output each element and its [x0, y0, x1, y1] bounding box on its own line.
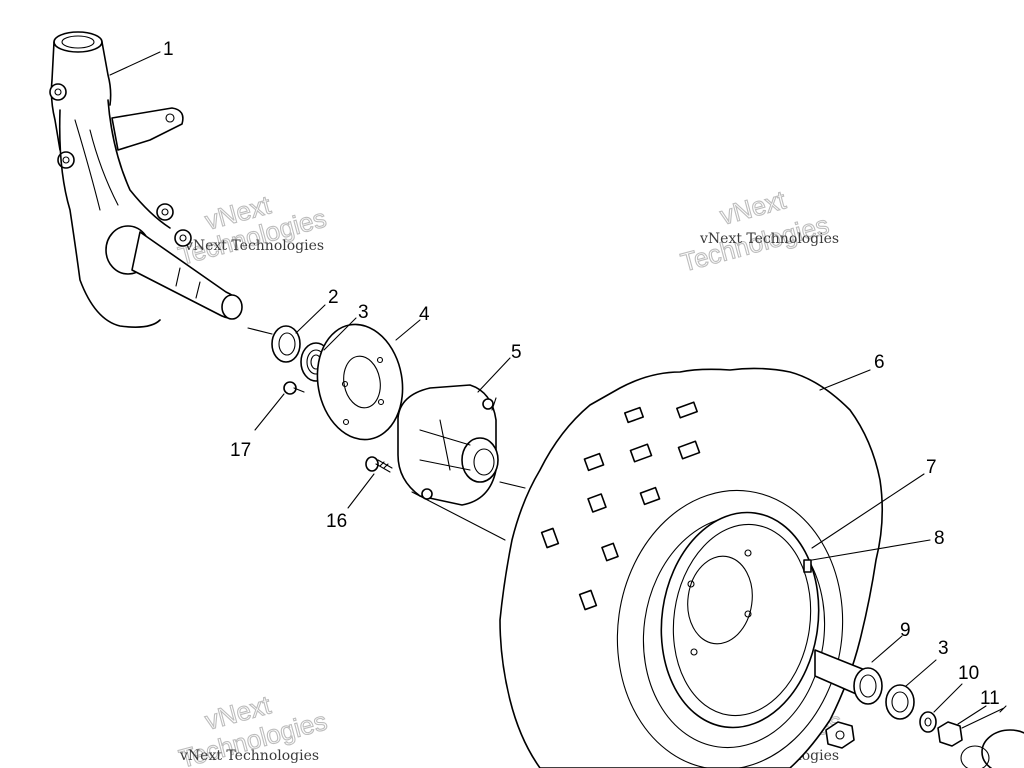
- stud-16: [365, 456, 393, 473]
- callout-6: 6: [874, 352, 885, 373]
- callout-16: 16: [326, 511, 347, 532]
- castle-nut: [937, 705, 1007, 747]
- callout-10: 10: [958, 663, 979, 684]
- watermark-3: vNext Technologies vNext Technologies: [175, 689, 330, 768]
- washer: [919, 711, 937, 733]
- callout-17: 17: [230, 440, 251, 461]
- svg-text:vNext Technologies: vNext Technologies: [699, 231, 839, 247]
- callout-9: 9: [900, 620, 911, 641]
- dust-cap: [960, 729, 1024, 768]
- valve-stem: [803, 559, 812, 573]
- callout-7: 7: [926, 457, 937, 478]
- callout-1: 1: [163, 39, 174, 60]
- wheel-rim: [660, 511, 820, 729]
- callout-11: 11: [980, 688, 1000, 709]
- axle-centerline: [247, 327, 841, 657]
- lug-nut: [825, 721, 855, 749]
- callouts: 1 2 3 4 5 6 7 8 9 3 10 11 17 16: [163, 39, 1000, 709]
- callout-4: 4: [419, 304, 430, 325]
- brake-disc: [316, 323, 404, 441]
- callout-3a: 3: [358, 302, 369, 323]
- spacer-sleeve: [814, 649, 883, 705]
- leader-lines: [109, 51, 987, 725]
- svg-text:vNext Technologies: vNext Technologies: [184, 238, 324, 254]
- callout-8: 8: [934, 528, 945, 549]
- watermark-2: vNext Technologies vNext Technologies: [677, 184, 839, 278]
- callout-3b: 3: [938, 638, 949, 659]
- steering-knuckle: [49, 31, 243, 328]
- callout-2: 2: [328, 287, 339, 308]
- bolt-17: [283, 381, 305, 395]
- callout-5: 5: [511, 342, 522, 363]
- svg-text:vNext Technologies: vNext Technologies: [179, 748, 319, 764]
- seal: [271, 325, 301, 363]
- wheel-hub: [397, 384, 499, 506]
- bearing-outer: [885, 684, 915, 720]
